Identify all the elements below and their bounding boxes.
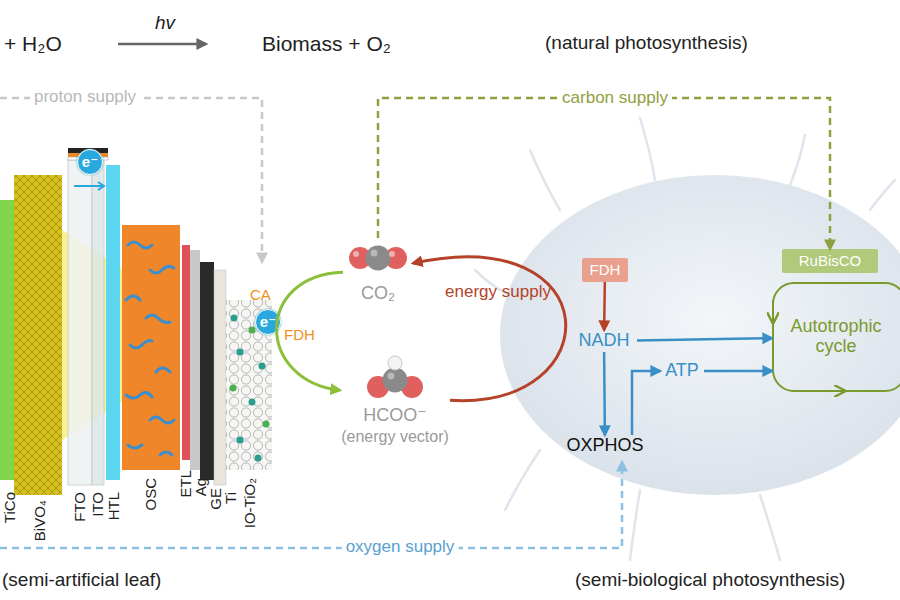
illustration-part (160, 452, 172, 455)
illustration-part (106, 165, 120, 480)
node-text: e⁻ (82, 154, 98, 171)
connector-arrow (378, 98, 830, 249)
illustration-part (74, 185, 102, 187)
illustration-part (640, 118, 655, 180)
illustration-part (530, 150, 560, 210)
molecule-icon (343, 238, 413, 282)
illustration-part (230, 315, 270, 462)
illustration-part (760, 495, 780, 560)
edge-label: energy supply (445, 283, 551, 302)
enzyme-box: FDH (582, 258, 628, 282)
connector-arrow (277, 272, 343, 390)
node-subtext: (energy vector) (341, 428, 449, 446)
connector-arrow (603, 352, 606, 435)
connector-arrow (603, 282, 606, 330)
layer-label: FTO (72, 492, 89, 522)
illustration-part (122, 225, 180, 470)
layer-label: Ti (223, 492, 240, 504)
connector-arrow (704, 370, 772, 373)
layer-label: OSC (143, 478, 160, 511)
node-text: Autotrophic cycle (780, 317, 892, 357)
reaction-arrow (118, 43, 206, 46)
illustration-part (630, 490, 640, 560)
illustration-part (128, 445, 142, 448)
bacterium-cell (500, 175, 900, 495)
electron-circle: e⁻ (255, 309, 281, 335)
formate-molecule (340, 354, 450, 400)
illustration-part (263, 421, 270, 428)
illustration-part (130, 341, 152, 349)
illustration-part (230, 385, 237, 392)
illustration-part (214, 270, 226, 485)
layer-label: BiVO₄ (32, 500, 49, 541)
oxygen-supply-line (0, 462, 622, 548)
illustration-part (150, 417, 174, 423)
node-text: ATP (665, 361, 699, 381)
node-text: FDH (590, 262, 621, 279)
co2-molecule (343, 238, 413, 278)
illustration-part (14, 175, 62, 495)
text-label: + H₂O (4, 32, 62, 55)
layer-label: HTL (106, 492, 123, 520)
connector-arrow (637, 338, 772, 340)
illustration-part (128, 242, 152, 248)
illustration-part (237, 437, 244, 444)
illustration-part (126, 392, 152, 398)
illustration-part (231, 315, 238, 322)
illustration-part (200, 262, 214, 480)
text-label: (semi-biological photosynthesis) (575, 570, 845, 591)
illustration-part (249, 399, 256, 406)
illustration-part (249, 327, 256, 334)
illustration-part (237, 349, 244, 356)
illustration-part (790, 135, 805, 185)
text-label: (semi-artificial leaf) (2, 570, 161, 591)
text-label: Biomass + O₂ (262, 32, 391, 55)
leaf-stack (0, 148, 272, 495)
text-label: FDH (284, 327, 315, 344)
molecule-icon (340, 354, 450, 404)
text-label: oxygen supply (342, 538, 459, 557)
illustration-part (92, 160, 104, 485)
metabolite-node: ATP (660, 360, 704, 382)
illustration-part (146, 315, 170, 323)
illustration-part (150, 266, 174, 273)
illustration-part (126, 296, 140, 300)
layer-label: IO-TiO₂ (242, 478, 259, 528)
illustration-part (870, 180, 895, 210)
connector-arrow (413, 257, 566, 401)
electron-circle: e⁻ (77, 149, 103, 175)
molecule-node: CO₂ (343, 238, 413, 304)
metabolite-node: NADH (571, 330, 637, 352)
connector-arrow (632, 371, 660, 435)
text-label: (natural photosynthesis) (545, 33, 748, 54)
illustration-part (182, 245, 190, 460)
illustration-part (156, 368, 170, 372)
node-text: RuBisCO (799, 253, 862, 270)
layer-label: ITO (90, 492, 107, 517)
node-text: HCOO⁻ (363, 406, 427, 426)
node-text: e⁻ (260, 314, 276, 331)
text-label: proton supply (30, 88, 140, 107)
node-text: OXPHOS (566, 436, 643, 456)
illustration-part (505, 450, 540, 510)
illustration-part (98, 182, 104, 190)
text-label: hv (155, 13, 175, 34)
cycle-box: Autotrophic cycle (772, 282, 900, 392)
node-text: CO₂ (361, 284, 395, 304)
illustration-part (255, 455, 262, 462)
edge-label: carbon supply (558, 89, 672, 108)
text-label: CA (250, 287, 271, 304)
molecule-node: HCOO⁻(energy vector) (340, 354, 450, 440)
enzyme-box: RuBisCO (782, 249, 878, 273)
illustration-part (190, 250, 200, 470)
layer-label: TiCo (2, 492, 19, 523)
process-node: OXPHOS (560, 435, 650, 457)
node-text: NADH (578, 331, 629, 351)
illustration-part (126, 242, 174, 455)
illustration-part (259, 363, 266, 370)
illustration-part (68, 160, 92, 485)
illustration-part (0, 200, 14, 480)
proton-supply-line (0, 98, 262, 262)
